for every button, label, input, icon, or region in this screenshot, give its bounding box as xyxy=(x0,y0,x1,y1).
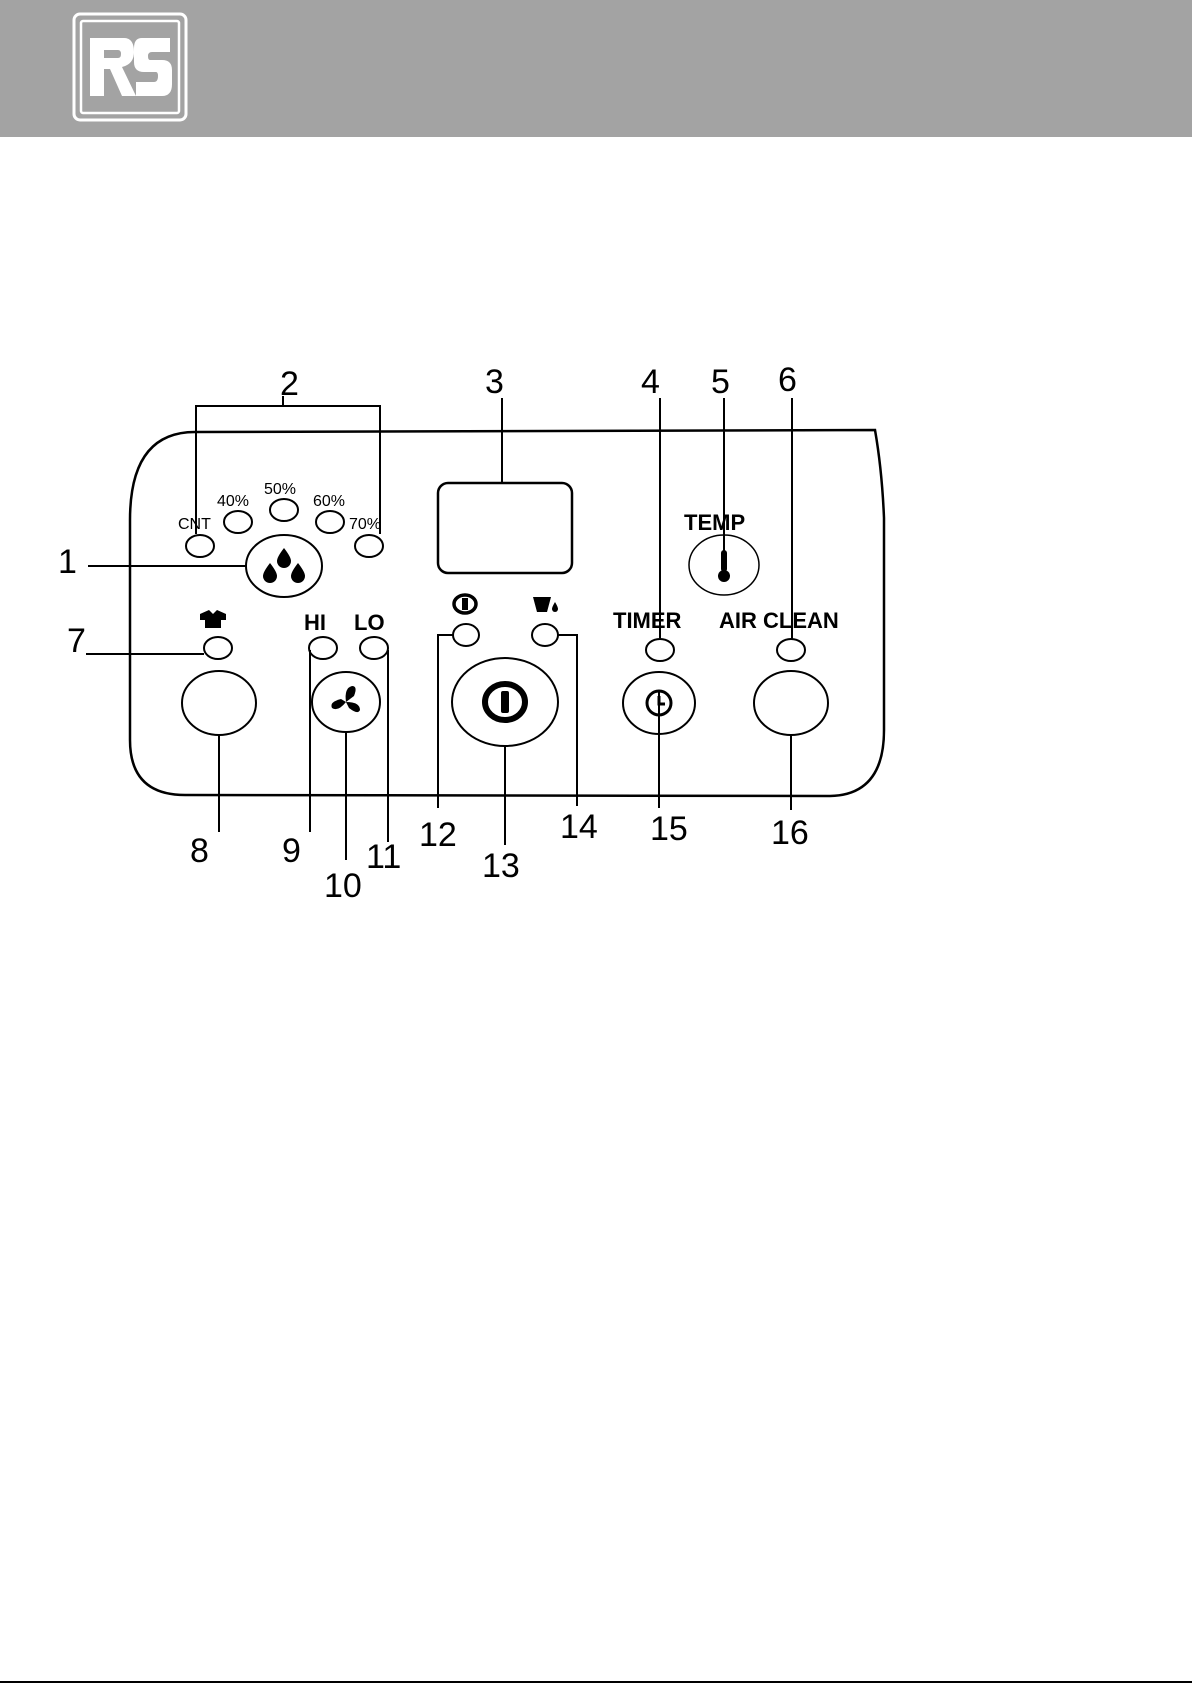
led-air-clean xyxy=(777,639,805,661)
label-60: 60% xyxy=(313,493,345,510)
label-air-clean: AIR CLEAN xyxy=(719,608,839,633)
callout-15: 15 xyxy=(650,810,688,848)
laundry-button[interactable] xyxy=(182,671,256,735)
leader-lines xyxy=(86,396,792,860)
label-70: 70% xyxy=(349,516,381,533)
power-icon xyxy=(454,595,476,613)
callout-14: 14 xyxy=(560,808,598,846)
callout-9: 9 xyxy=(282,832,301,870)
callout-4: 4 xyxy=(641,363,660,401)
led-tank-full xyxy=(532,624,558,646)
air-clean-button[interactable] xyxy=(754,671,828,735)
led-cnt xyxy=(186,535,214,557)
led-60 xyxy=(316,511,344,533)
label-temp: TEMP xyxy=(684,510,745,535)
led-hi xyxy=(309,637,337,659)
humidity-button[interactable] xyxy=(246,535,322,597)
bottom-rule xyxy=(0,1681,1192,1683)
led-timer xyxy=(646,639,674,661)
callout-8: 8 xyxy=(190,832,209,870)
display-window xyxy=(438,483,572,573)
callout-16: 16 xyxy=(771,814,809,852)
led-power xyxy=(453,624,479,646)
bucket-icon xyxy=(533,597,558,612)
power-button[interactable] xyxy=(452,658,558,746)
led-70 xyxy=(355,535,383,557)
led-40 xyxy=(224,511,252,533)
callout-11: 11 xyxy=(366,838,401,876)
callout-1: 1 xyxy=(58,543,77,581)
callout-5: 5 xyxy=(711,363,730,401)
fan-button[interactable] xyxy=(312,672,380,732)
label-hi: HI xyxy=(304,610,326,635)
led-50 xyxy=(270,499,298,521)
callout-13: 13 xyxy=(482,847,520,885)
callout-7: 7 xyxy=(67,622,86,660)
shirt-icon xyxy=(200,610,226,628)
callout-12: 12 xyxy=(419,816,457,854)
led-lo xyxy=(360,637,388,659)
callout-6: 6 xyxy=(778,361,797,399)
callout-10: 10 xyxy=(324,867,362,905)
led-laundry xyxy=(204,637,232,659)
label-timer: TIMER xyxy=(613,608,682,633)
callout-3: 3 xyxy=(485,363,504,401)
label-40: 40% xyxy=(217,493,249,510)
callout-2: 2 xyxy=(280,365,299,403)
label-cnt: CNT xyxy=(178,516,211,533)
label-50: 50% xyxy=(264,481,296,498)
label-lo: LO xyxy=(354,610,385,635)
